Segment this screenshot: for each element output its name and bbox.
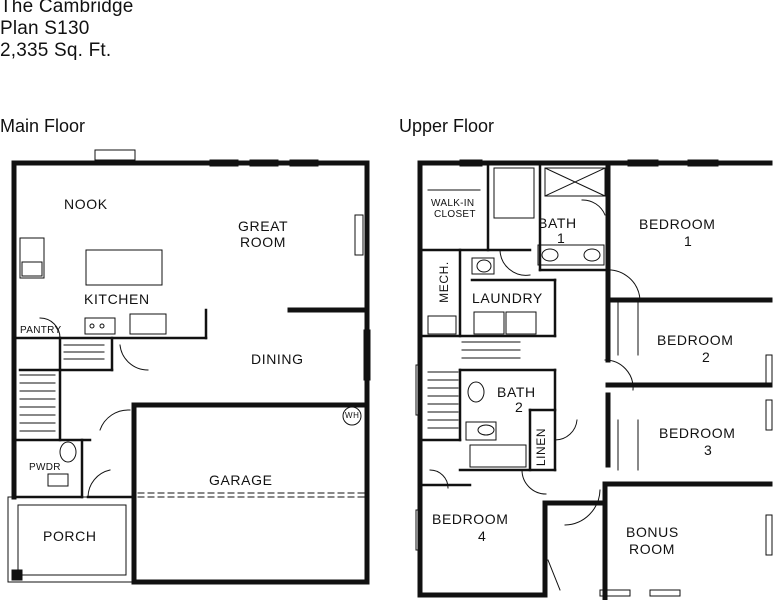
room-pantry: PANTRY	[20, 325, 62, 336]
room-linen: LINEN	[534, 427, 549, 467]
room-nook: NOOK	[64, 196, 108, 212]
room-bonus-line2: ROOM	[629, 541, 675, 557]
room-bath1-line1: BATH	[538, 215, 577, 231]
main-floor-label: Main Floor	[0, 116, 86, 136]
room-bath2-line1: BATH	[497, 384, 536, 400]
room-bedroom1-line1: BEDROOM	[639, 216, 716, 232]
room-bedroom3-line1: BEDROOM	[659, 425, 736, 441]
room-bedroom4-line2: 4	[478, 528, 487, 544]
room-walk-in-closet-line1: WALK-IN	[431, 198, 475, 209]
room-bedroom2-line1: BEDROOM	[657, 332, 734, 348]
upper-floor-walls	[417, 160, 773, 600]
room-porch: PORCH	[43, 528, 97, 544]
upper-floor-label: Upper Floor	[399, 116, 495, 136]
room-bedroom1-line2: 1	[684, 233, 693, 249]
room-great-room-line2: ROOM	[240, 234, 286, 250]
room-bedroom4-line1: BEDROOM	[432, 511, 509, 527]
plan-name: The Cambridge	[0, 0, 134, 17]
room-walk-in-closet-line2: CLOSET	[434, 209, 476, 220]
room-water-heater: WH	[345, 411, 360, 420]
plan-number: Plan S130	[0, 18, 90, 39]
plan-area: 2,335 Sq. Ft.	[0, 40, 112, 61]
room-bath2-line2: 2	[515, 399, 524, 415]
room-dining: DINING	[251, 351, 304, 367]
room-bedroom3-line2: 3	[704, 442, 713, 458]
main-floor-walls	[11, 160, 370, 585]
room-powder: PWDR	[29, 462, 61, 473]
room-bath1-line2: 1	[557, 230, 566, 246]
room-great-room-line1: GREAT	[238, 218, 289, 234]
room-kitchen: KITCHEN	[84, 291, 150, 307]
room-bedroom2-line2: 2	[702, 349, 711, 365]
room-mech: MECH.	[436, 261, 451, 303]
room-garage: GARAGE	[209, 472, 273, 488]
room-laundry: LAUNDRY	[472, 290, 543, 306]
room-bonus-line1: BONUS	[626, 524, 679, 540]
